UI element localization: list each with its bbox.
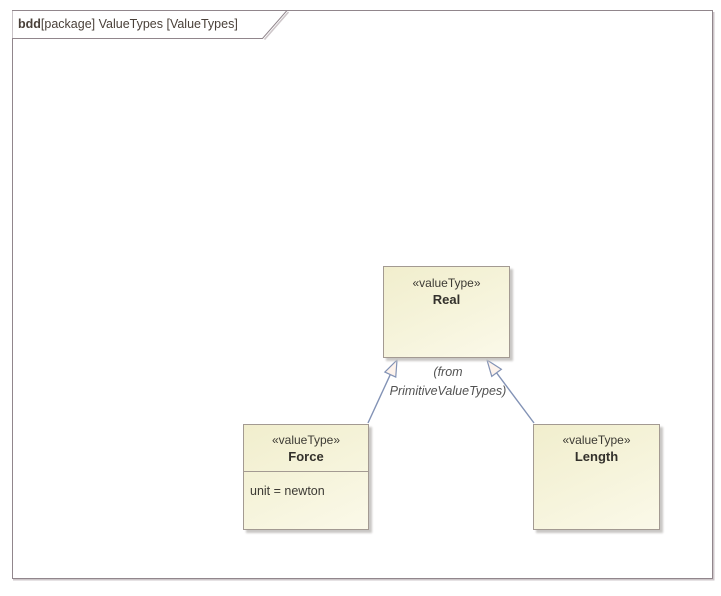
from-package-note: (from PrimitiveValueTypes) [368,363,528,401]
block-header: «valueType» Force [244,425,368,472]
from-package-note-line1: (from [433,365,463,379]
valuetype-block-force[interactable]: «valueType» Force unit = newton [243,424,369,530]
block-name: Force [288,448,324,464]
generalization-length-to-real[interactable] [485,358,535,424]
from-package-note-line2: PrimitiveValueTypes) [389,384,507,398]
frame-border [12,10,713,579]
attribute-item: unit = newton [250,484,325,498]
generalization-force-to-real[interactable] [367,358,398,424]
valuetype-block-length[interactable]: «valueType» Length [533,424,660,530]
valuetype-block-real[interactable]: «valueType» Real [383,266,510,358]
stereotype-label: «valueType» [271,432,341,447]
frame-title: bdd[package] ValueTypes [ValueTypes] [18,16,238,32]
frame-shadow [13,12,715,581]
stereotype-label: «valueType» [562,433,631,447]
frame-name-tab[interactable] [12,10,289,39]
block-name: Real [432,292,461,307]
frame-title-keyword: bdd [18,17,41,31]
frame-tab-shadow [263,11,290,41]
block-name: Length [574,449,619,464]
block-header: «valueType» Length [534,425,659,465]
stereotype-label: «valueType» [412,276,481,290]
frame-title-text: [package] ValueTypes [ValueTypes] [40,17,238,31]
attributes-compartment: unit = newton [244,472,368,499]
block-header: «valueType» Real [384,267,509,308]
